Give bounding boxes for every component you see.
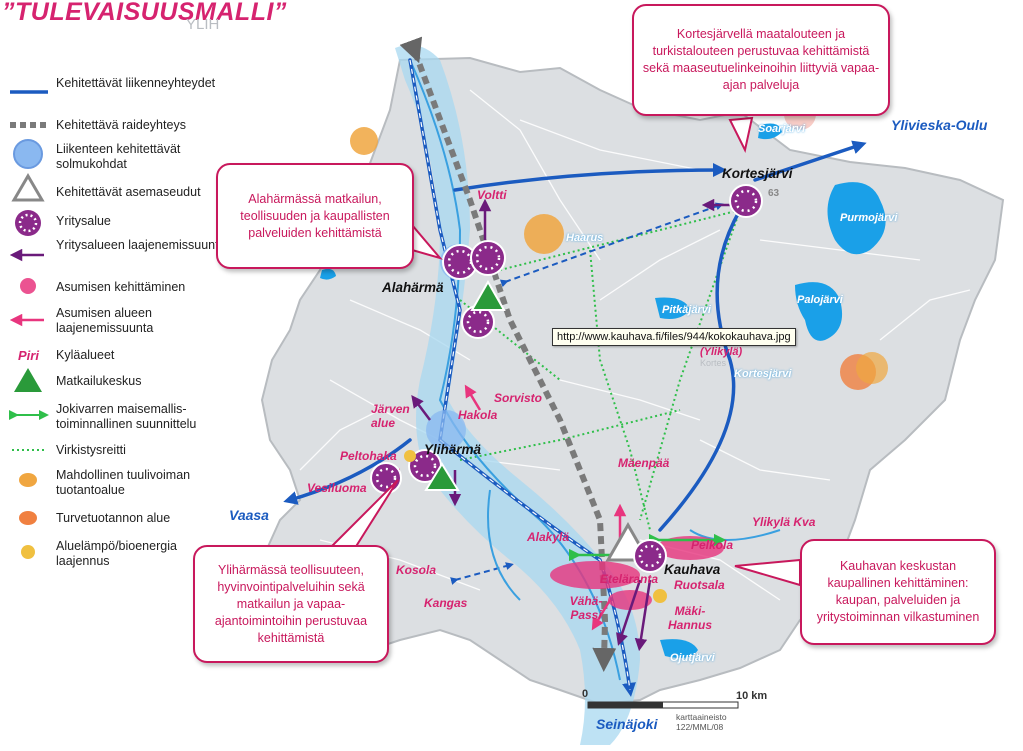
traffic-node-icon <box>426 410 466 450</box>
village-label: Eteläranta <box>600 572 659 586</box>
village-label: Peltohaka <box>340 449 397 463</box>
town-label-ylihärmä: Ylihärmä <box>424 442 482 457</box>
town-label-kortesjarvi: Kortesjärvi <box>722 166 793 181</box>
village-label: Vähä-Passi <box>569 594 603 622</box>
faint-label: YLIH <box>186 16 220 33</box>
small-lake-west <box>320 268 336 280</box>
village-label: Kosola <box>396 563 437 577</box>
legend-label: Virkistysreitti <box>56 443 126 457</box>
tourism-center-icon <box>470 279 506 311</box>
bioenergy-icon <box>404 450 416 462</box>
red-blob-icon <box>19 511 37 525</box>
village-label: Pelkola <box>691 538 734 552</box>
callout-alaharma: Alahärmässä matkailun, teollisuuden ja k… <box>216 163 414 269</box>
green-triangle-icon <box>14 368 42 392</box>
callout-pointer <box>728 116 754 153</box>
legend-label: Asumisen alueen laajenemissuunta <box>56 306 154 335</box>
village-label: Hakola <box>458 408 498 422</box>
legend-label: Yritysalueen laajenemissuunta <box>56 238 226 252</box>
lake-label: Haarus <box>566 232 604 244</box>
legend-label: Liikenteen kehitettävät solmukohdat <box>56 142 181 171</box>
scale-bar <box>587 701 739 709</box>
village-text-icon: Piri <box>18 348 39 363</box>
url-tooltip: http://www.kauhava.fi/files/944/kokokauh… <box>552 328 796 346</box>
sun-blob-icon <box>21 545 35 559</box>
purmojarvi-lake <box>827 182 886 255</box>
village-label: Alakylä <box>527 530 570 544</box>
town-label-kauhava: Kauhava <box>664 562 721 577</box>
faint-label: 63 <box>768 188 780 199</box>
lake-label: Pitkäjärvi <box>662 304 711 316</box>
pitkajarvi-lake <box>655 297 690 319</box>
lake-label: Ojutjärvi <box>670 652 715 664</box>
callout-kortesjarvi: Kortesjärvellä maatalouteen ja turkistal… <box>632 4 890 116</box>
tourism-center-icon <box>424 462 460 491</box>
business-area-dots <box>375 189 758 568</box>
wind-area-blob <box>350 127 378 155</box>
village-label: Ruotsala <box>674 578 725 592</box>
lake-label: Soarjärvi <box>758 123 806 135</box>
pink-dot-icon <box>20 278 36 294</box>
railway-line <box>399 36 617 672</box>
soarjarvi-lake <box>758 123 782 140</box>
wind-area-blob <box>856 352 888 384</box>
business-expansion-arrows <box>411 198 738 652</box>
legend-symbols <box>9 90 49 559</box>
village-label: Ylikylä Kva <box>752 515 816 529</box>
village-label: Kangas <box>424 596 468 610</box>
orange-blob-icon <box>19 473 37 487</box>
palojarvi-lake <box>795 282 843 341</box>
lake-label: Palojärvi <box>797 294 843 306</box>
legend-label: Mahdollinen tuulivoiman tuotantoalue <box>56 468 191 497</box>
village-label: Voltti <box>477 188 507 202</box>
town-label-alaharma: Alahärmä <box>382 280 444 295</box>
lake-label: Kortesjärvi <box>734 368 792 380</box>
village-label: Vesiluoma <box>307 481 367 495</box>
legend-label: Kehitettävä raideyhteys <box>56 118 186 132</box>
village-label: Järven alue <box>371 402 410 430</box>
business-area-icon-dots <box>18 213 38 233</box>
legend-label: Matkailukeskus <box>56 374 142 388</box>
village-label: Mäki-Hannus <box>667 604 712 632</box>
direction-label: Seinäjoki <box>596 716 658 732</box>
white-triangle-icon <box>11 173 45 202</box>
legend-label: Aluelämpö/bioenergia laajennus <box>56 539 177 568</box>
bioenergy-icon <box>653 589 667 603</box>
map-credit: karttaaineisto 122/MML/08 <box>676 712 727 732</box>
legend-label: Kyläalueet <box>56 348 115 362</box>
village-label: Mäenpää <box>618 456 670 470</box>
legend-label: Kehitettävät liikenneyhteydet <box>56 76 216 90</box>
village-label: (Ylikylä) <box>700 346 743 358</box>
callout-kauhava: Kauhavan keskustan kaupallinen kehittämi… <box>800 539 996 645</box>
direction-label: Ylivieska-Oulu <box>891 117 988 133</box>
legend-label: Kehitettävät asemaseudut <box>56 185 201 199</box>
wind-area-blob <box>524 214 564 254</box>
legend-label: Asumisen kehittäminen <box>56 280 186 294</box>
direction-label: Vaasa <box>229 507 269 523</box>
legend-label: Turvetuotannon alue <box>56 511 171 525</box>
residential-expansion-arrows <box>373 384 627 631</box>
faint-label: Kortes <box>700 358 727 368</box>
ojutjarvi-lake <box>660 639 698 658</box>
village-label: Sorvisto <box>494 391 543 405</box>
scale-end: 10 km <box>736 690 768 702</box>
lake-label: Purmojärvi <box>840 212 898 224</box>
callout-ylihärmä: Ylihärmässä teollisuuteen, hyvinvointipa… <box>193 545 389 663</box>
scale-start: 0 <box>582 688 589 700</box>
legend-label: Yritysalue <box>56 214 111 228</box>
legend-label: Jokivarren maisemallis-toiminnallinen su… <box>56 402 197 431</box>
blue-circle-icon <box>13 139 43 169</box>
map-title: ”TULEVAISUUSMALLI” <box>2 0 287 26</box>
